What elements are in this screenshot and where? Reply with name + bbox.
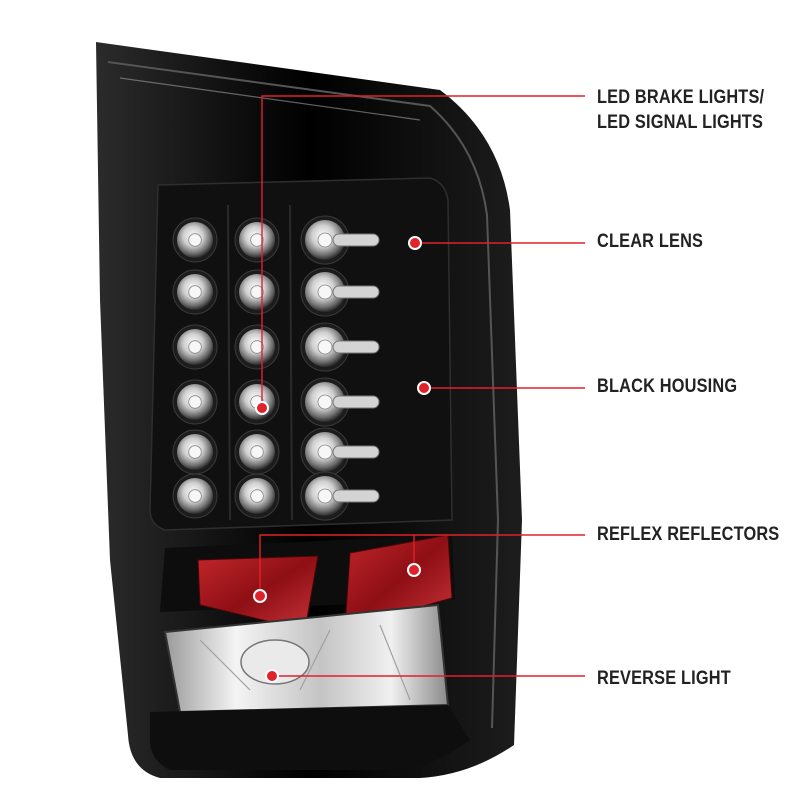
led-bulb-icon — [300, 322, 380, 372]
callout-line-led — [261, 95, 585, 408]
callout-dot-icon — [253, 589, 267, 603]
led-bulb-icon — [172, 324, 218, 370]
led-bulb-icon — [172, 429, 218, 475]
led-bulb-icon — [234, 379, 280, 425]
label-led-brake-line2: LED SIGNAL LIGHTS — [597, 112, 764, 133]
callout-dot-icon — [408, 236, 422, 250]
callout-dots — [253, 236, 431, 683]
label-reverse-light: REVERSE LIGHT — [597, 668, 731, 689]
led-bulb-icon — [300, 215, 380, 265]
callout-dot-icon — [265, 669, 279, 683]
led-bulb-icon — [300, 427, 380, 477]
callout-line-reflex — [259, 534, 585, 596]
reverse-bulb — [240, 639, 310, 685]
led-bulb-icon — [234, 429, 280, 475]
label-clear-lens: CLEAR LENS — [597, 231, 704, 252]
led-bulb-icon — [234, 217, 280, 263]
label-reflex-reflectors: REFLEX REFLECTORS — [597, 524, 780, 545]
led-bulb-icon — [234, 473, 280, 519]
callout-dot-icon — [255, 401, 269, 415]
lens-top-highlight — [119, 77, 421, 121]
column-divider — [227, 204, 231, 521]
led-bulb-icon — [172, 379, 218, 425]
column-divider — [289, 204, 293, 521]
led-bulb-icon — [172, 473, 218, 519]
callout-dot-icon — [417, 381, 431, 395]
led-bulb-icon — [172, 217, 218, 263]
reverse-lens-facets — [199, 624, 411, 701]
label-led-brake-lights: LED BRAKE LIGHTS/ LED SIGNAL LIGHTS — [597, 85, 764, 135]
reflex-reflector-right — [344, 534, 453, 629]
led-bulb-icon — [234, 324, 280, 370]
led-array — [172, 215, 380, 521]
housing-bottom — [150, 705, 470, 770]
clear-lens-edge — [107, 61, 500, 729]
led-panel — [149, 177, 453, 531]
led-bulb-icon — [300, 471, 380, 521]
led-bulb-icon — [300, 377, 380, 427]
callout-dot-icon — [407, 563, 421, 577]
led-bulb-icon — [172, 269, 218, 315]
led-bulb-icon — [234, 269, 280, 315]
led-bulb-icon — [300, 267, 380, 317]
label-led-brake-line1: LED BRAKE LIGHTS/ — [597, 87, 765, 108]
label-black-housing: BLACK HOUSING — [597, 376, 738, 397]
